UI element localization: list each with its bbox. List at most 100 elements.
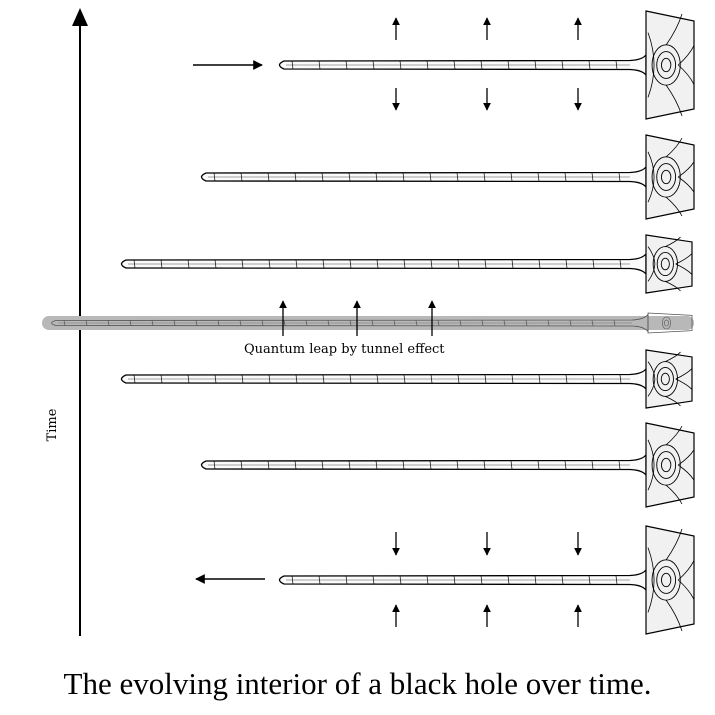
tube-ring [399, 575, 402, 585]
tube-ring [459, 320, 462, 326]
tube-ring [187, 374, 190, 384]
stage-2 [200, 134, 695, 220]
funnel-contour [675, 263, 693, 275]
funnel-ring [664, 319, 669, 327]
tube-ring [133, 259, 136, 269]
tube-ring [393, 320, 396, 326]
funnel-contour [647, 439, 655, 466]
tube-ring [345, 575, 348, 585]
tube-ring [453, 575, 456, 585]
funnel-contour [665, 84, 683, 117]
tube-ring [295, 374, 298, 384]
stage-4 [51, 312, 693, 334]
tube-ring [525, 320, 528, 326]
tube-ring [615, 60, 618, 70]
funnel-contour [647, 263, 656, 282]
funnel-contour [647, 64, 655, 98]
tube-ring [295, 259, 298, 269]
stage-6 [200, 422, 695, 508]
funnel-ring [661, 316, 671, 330]
time-axis-arrowhead [72, 8, 88, 26]
tube-ring [291, 575, 294, 585]
funnel-contour [647, 547, 655, 581]
funnel-ring [656, 163, 677, 191]
tube-ring [430, 374, 433, 384]
funnel-ring [661, 169, 672, 185]
stages-layer [51, 10, 695, 635]
stage-7 [278, 525, 695, 635]
tube-ring [511, 259, 514, 269]
tube-ring [187, 259, 190, 269]
funnel-contour [665, 484, 683, 505]
tube-ring [376, 259, 379, 269]
tube-ring [619, 259, 622, 269]
tube-ring [618, 460, 621, 470]
tube-ring [348, 172, 351, 182]
funnel-ring [656, 451, 677, 479]
funnel-ring [660, 372, 670, 386]
funnel-contour [647, 246, 656, 265]
time-axis-label: Time [45, 408, 60, 441]
funnel-ring [660, 257, 670, 271]
tube-ring [267, 172, 270, 182]
tube-ring [63, 320, 66, 326]
funnel-contour [665, 137, 683, 158]
tube-ring [483, 172, 486, 182]
tube-ring [214, 259, 217, 269]
tube-ring [537, 172, 540, 182]
tube-ring [437, 320, 440, 326]
funnel-ring [661, 457, 672, 473]
tube-ring [241, 374, 244, 384]
tube-ring [403, 259, 406, 269]
tube-ring [305, 320, 308, 326]
tube-ring [591, 172, 594, 182]
tube-ring [415, 320, 418, 326]
tube-ring [345, 60, 348, 70]
funnel-contour [647, 361, 656, 380]
tube-ring [129, 320, 132, 326]
tube-ring [291, 60, 294, 70]
arrows-layer [193, 17, 582, 627]
tube-ring [564, 460, 567, 470]
tube-ring [195, 320, 198, 326]
tube-ring [322, 374, 325, 384]
tube-ring [615, 575, 618, 585]
tube-ring [321, 460, 324, 470]
funnel-contour [675, 253, 693, 265]
funnel-contour [677, 64, 695, 85]
funnel-contour [647, 464, 655, 491]
tube-ring [591, 320, 594, 326]
tube-ring [480, 575, 483, 585]
funnel-contour [665, 236, 681, 247]
tube-ring [484, 374, 487, 384]
tube-ring [591, 460, 594, 470]
throat-tube [51, 313, 649, 333]
funnel-contour [647, 32, 655, 66]
funnel-contour [665, 351, 681, 362]
tube-ring [538, 259, 541, 269]
figure-caption: The evolving interior of a black hole ov… [63, 666, 652, 701]
tube-ring [619, 374, 622, 384]
funnel-contour [647, 176, 655, 203]
tube-ring [507, 60, 510, 70]
tube-ring [534, 60, 537, 70]
tube-ring [213, 172, 216, 182]
tube-ring [321, 172, 324, 182]
funnel-contour [678, 161, 695, 178]
tube-ring [588, 575, 591, 585]
tube-ring [457, 259, 460, 269]
tube-ring [318, 60, 321, 70]
funnel-contour [647, 151, 655, 178]
funnel-contour [678, 464, 695, 481]
tube-ring [213, 460, 216, 470]
tube-ring [456, 172, 459, 182]
tube-ring [510, 172, 513, 182]
tube-ring [569, 320, 572, 326]
tube-ring [613, 320, 616, 326]
tube-ring [151, 320, 154, 326]
tube-ring [107, 320, 110, 326]
tube-ring [327, 320, 330, 326]
funnel-ring [656, 366, 674, 392]
funnel-contour [665, 599, 683, 632]
